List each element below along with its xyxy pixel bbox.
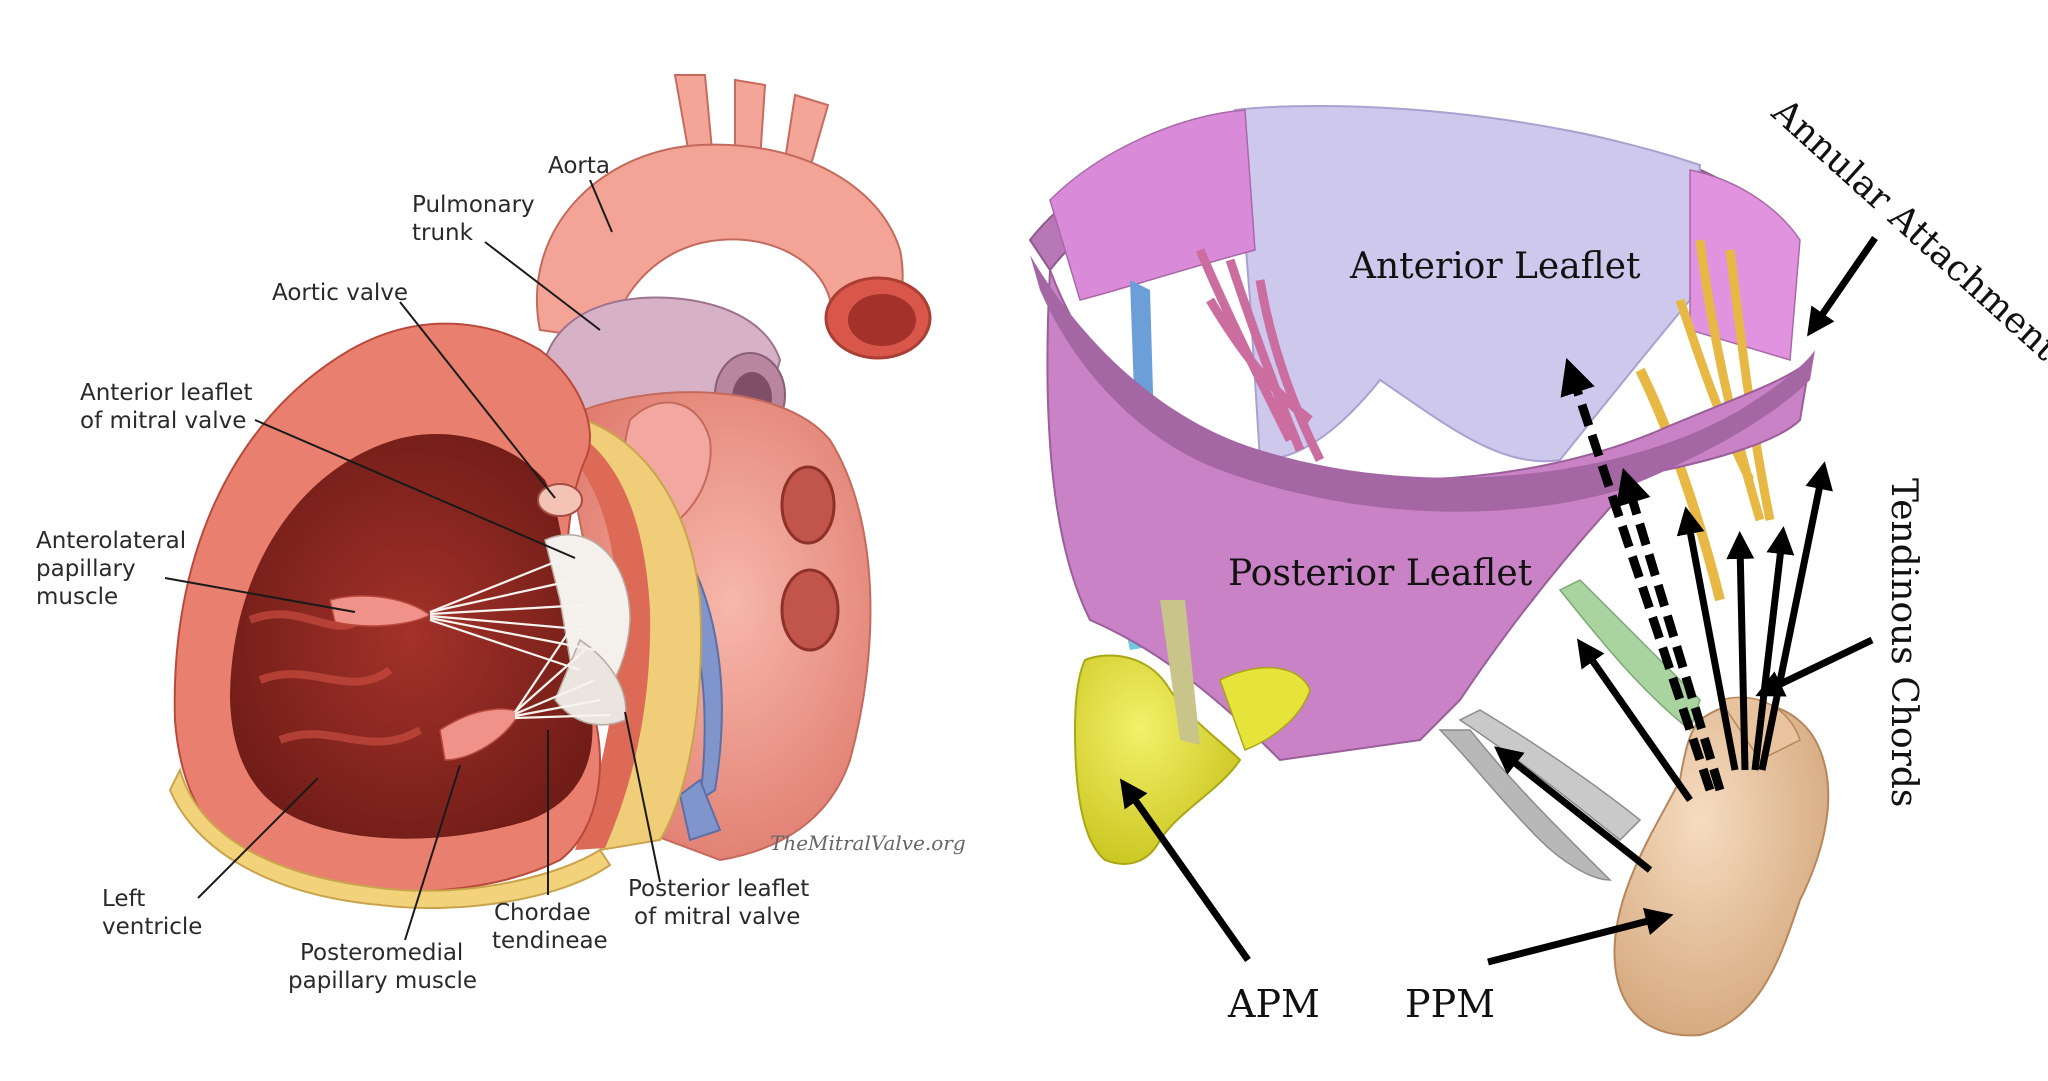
- right-arrows: [1119, 236, 1878, 966]
- annulus-front: [1030, 255, 1815, 512]
- label-posteromedial-papillary: Posteromedial papillary muscle: [288, 940, 477, 994]
- arrow-tendinous: [1755, 636, 1874, 697]
- chords-pink: [1195, 248, 1325, 463]
- label-left-ventricle: Left ventricle: [102, 886, 202, 940]
- anterolateral-papillary-shape: [329, 595, 432, 627]
- label-aorta: Aorta: [548, 153, 610, 179]
- ppm-shape: [1613, 702, 1830, 1037]
- arrow-ppm: [1487, 907, 1674, 966]
- label-anterolateral-papillary: Anterolateral papillary muscle: [36, 528, 193, 610]
- label-tendinous-chords: Tendinous Chords: [1883, 478, 1924, 807]
- label-posterior-leaflet: Posterior Leaflet: [1228, 553, 1533, 594]
- chordae-lines: [429, 558, 611, 720]
- label-ppm: PPM: [1405, 982, 1495, 1026]
- label-anterior-leaflet-mitral: Anterior leaflet of mitral valve: [80, 380, 260, 434]
- label-posterior-leaflet-mitral: Posterior leaflet of mitral valve: [628, 876, 817, 930]
- arrow-annular: [1807, 236, 1878, 337]
- mitral-model: [1028, 104, 1830, 1037]
- label-pulmonary-trunk: Pulmonary trunk: [412, 192, 542, 246]
- left-labels: Aorta Pulmonary trunk Aortic valve Anter…: [36, 153, 966, 994]
- label-chordae-tendineae: Chordae tendineae: [492, 900, 608, 954]
- label-annular-attachment: Annular Attachment: [1763, 91, 2048, 370]
- label-apm: APM: [1227, 982, 1320, 1026]
- label-aortic-valve: Aortic valve: [272, 280, 408, 306]
- label-anterior-leaflet: Anterior Leaflet: [1349, 246, 1641, 287]
- pulmonary-vein-1: [780, 465, 836, 545]
- pulmonary-vein-2: [780, 568, 840, 652]
- heart-illustration: [168, 74, 932, 910]
- left-leader-lines: [164, 179, 661, 941]
- aortic-valve-shape: [537, 483, 583, 517]
- arrow-apm: [1119, 778, 1251, 963]
- chords-gray: [1438, 729, 1612, 881]
- chords-gold: [1675, 239, 1775, 522]
- credit-text: TheMitralValve.org: [770, 831, 966, 855]
